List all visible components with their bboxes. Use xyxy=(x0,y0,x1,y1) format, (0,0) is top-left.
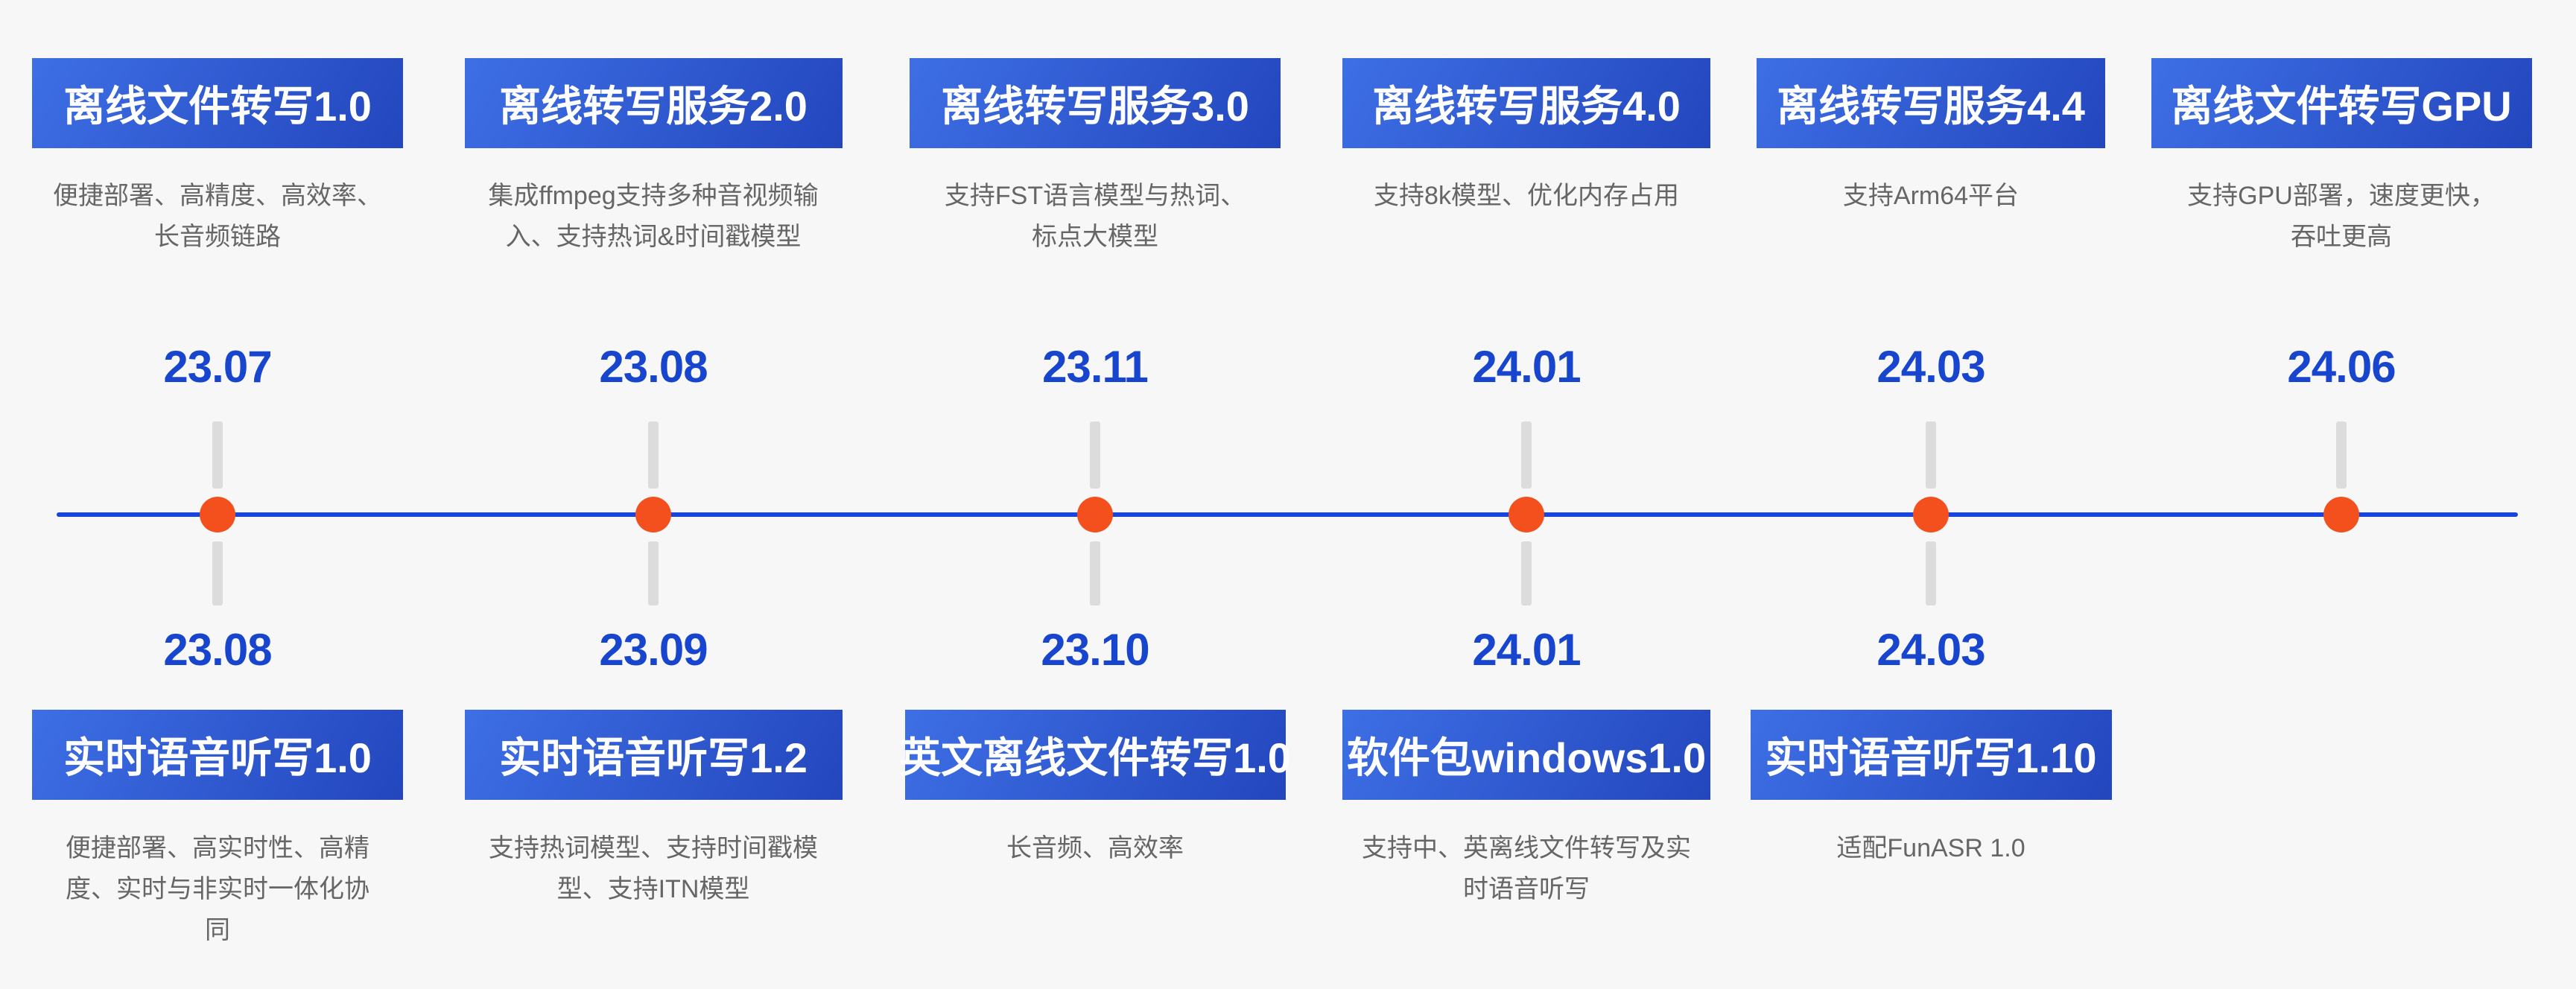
date-label-bottom: 23.10 xyxy=(1041,625,1149,675)
tick-up xyxy=(1926,422,1936,489)
release-description: 便捷部署、高精度、高效率、长音频链路 xyxy=(53,182,382,252)
tick-up xyxy=(1521,422,1532,489)
timeline-dot xyxy=(200,497,235,532)
date-label-top: 24.01 xyxy=(1472,342,1581,392)
release-box-top-1: 离线文件转写1.0 xyxy=(32,58,403,148)
release-description: 支持热词模型、支持时间戳模型、支持ITN模型 xyxy=(489,834,818,904)
date-label-bottom: 23.08 xyxy=(163,625,272,675)
release-description: 支持GPU部署，速度更快，吞吐更高 xyxy=(2187,182,2496,252)
tick-down xyxy=(212,541,223,605)
release-title: 英文离线文件转写1.0 xyxy=(899,734,1291,781)
timeline-dot xyxy=(635,497,671,532)
release-description: 便捷部署、高实时性、高精度、实时与非实时一体化协同 xyxy=(66,834,369,945)
release-box-bottom-5: 实时语音听写1.10 xyxy=(1750,710,2112,800)
release-box-bottom-1: 实时语音听写1.0 xyxy=(32,710,403,800)
release-description: 支持8k模型、优化内存占用 xyxy=(1374,182,1679,210)
release-box-bottom-3: 英文离线文件转写1.0 xyxy=(899,710,1291,800)
timeline-dot xyxy=(1077,497,1113,532)
release-box-top-5: 离线转写服务4.4 xyxy=(1757,58,2105,148)
tick-up xyxy=(1090,422,1100,489)
release-description: 适配FunASR 1.0 xyxy=(1836,834,2025,862)
release-box-top-4: 离线转写服务4.0 xyxy=(1342,58,1710,148)
tick-down xyxy=(1926,541,1936,605)
timeline-dot xyxy=(2323,497,2359,532)
tick-up xyxy=(648,422,659,489)
release-box-bottom-4: 软件包windows1.0 xyxy=(1342,710,1710,800)
tick-up xyxy=(212,422,223,489)
release-title: 离线转写服务4.4 xyxy=(1777,83,2085,130)
date-label-bottom: 24.03 xyxy=(1877,625,1985,675)
timeline-line xyxy=(57,512,2518,517)
release-description: 支持Arm64平台 xyxy=(1842,182,2020,210)
date-label-bottom: 23.09 xyxy=(599,625,708,675)
release-title: 离线文件转写GPU xyxy=(2171,83,2512,130)
release-title: 离线文件转写1.0 xyxy=(63,83,372,130)
release-description: 支持FST语言模型与热词、标点大模型 xyxy=(944,182,1246,252)
release-description: 支持中、英离线文件转写及实时语音听写 xyxy=(1362,834,1691,904)
date-label-top: 23.11 xyxy=(1042,342,1149,392)
date-label-top: 23.07 xyxy=(163,342,272,392)
release-box-top-6: 离线文件转写GPU xyxy=(2151,58,2532,148)
release-title: 离线转写服务3.0 xyxy=(941,83,1249,130)
release-title: 实时语音听写1.10 xyxy=(1765,734,2097,781)
date-label-top: 24.03 xyxy=(1877,342,1985,392)
tick-up xyxy=(2336,422,2347,489)
release-title: 实时语音听写1.2 xyxy=(499,734,808,781)
date-label-top: 23.08 xyxy=(599,342,708,392)
release-title: 离线转写服务2.0 xyxy=(499,83,808,130)
tick-down xyxy=(1521,541,1532,605)
release-title: 软件包windows1.0 xyxy=(1346,734,1707,781)
release-box-top-3: 离线转写服务3.0 xyxy=(910,58,1281,148)
release-title: 离线转写服务4.0 xyxy=(1372,83,1681,130)
release-description: 长音频、高效率 xyxy=(1006,834,1184,862)
timeline-dot xyxy=(1509,497,1544,532)
timeline-dot xyxy=(1913,497,1949,532)
release-description: 集成ffmpeg支持多种音视频输入、支持热词&时间戳模型 xyxy=(488,182,819,252)
date-label-top: 24.06 xyxy=(2287,342,2396,392)
release-title: 实时语音听写1.0 xyxy=(63,734,372,781)
release-box-top-2: 离线转写服务2.0 xyxy=(464,58,843,148)
tick-down xyxy=(1090,541,1100,605)
tick-down xyxy=(648,541,659,605)
release-box-bottom-2: 实时语音听写1.2 xyxy=(464,710,843,800)
date-label-bottom: 24.01 xyxy=(1472,625,1581,675)
